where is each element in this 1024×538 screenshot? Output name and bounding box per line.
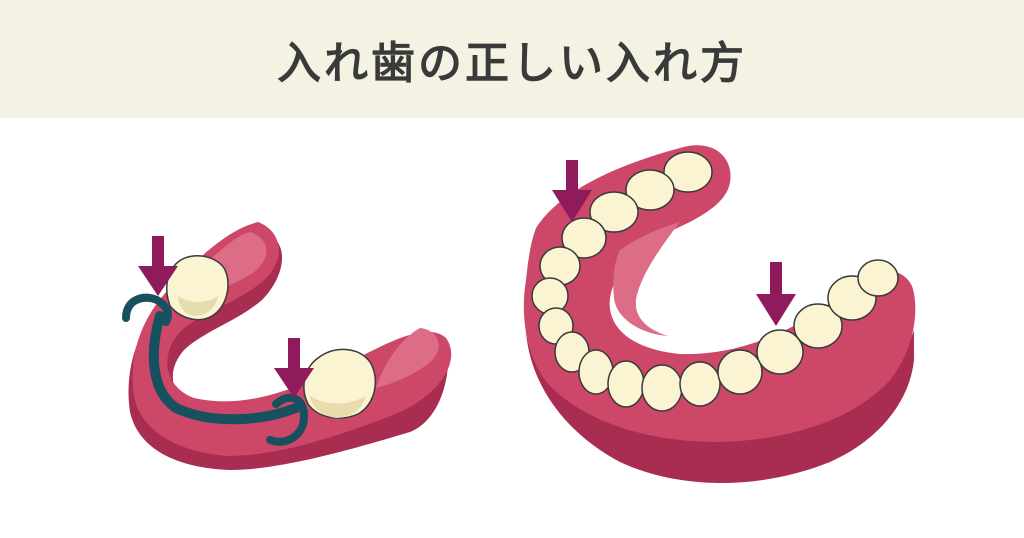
tooth (717, 349, 763, 395)
tooth (607, 360, 645, 408)
partial-clasp-right (266, 393, 309, 446)
tooth (679, 361, 721, 407)
full-teeth (531, 151, 899, 412)
page-title: 入れ歯の正しい入れ方 (277, 38, 747, 89)
tooth (625, 169, 675, 211)
tooth (663, 151, 713, 193)
tooth (561, 217, 607, 259)
partial-clasp-left (122, 293, 172, 326)
partial-gum-highlight-right (376, 328, 439, 388)
illustration-canvas (122, 145, 916, 483)
partial-denture-icon (122, 222, 452, 470)
arrow-down-icon (138, 236, 178, 296)
partial-tooth-right-shade (310, 396, 366, 418)
arrow-down-icon (274, 338, 314, 398)
tooth (793, 303, 843, 349)
tooth (641, 364, 683, 412)
arrow-down-icon (552, 160, 592, 222)
full-gum-inner (613, 222, 680, 336)
tooth (589, 191, 639, 233)
illustration-area (0, 118, 1024, 538)
partial-clasp-bar (148, 311, 301, 425)
tooth (857, 259, 899, 297)
header-banner: 入れ歯の正しい入れ方 (0, 0, 1024, 118)
arrow-down-icon (756, 262, 796, 326)
full-denture-icon (523, 145, 916, 483)
full-gum-side (526, 330, 914, 483)
tooth (756, 329, 804, 375)
partial-tooth-left-shade (178, 296, 218, 316)
